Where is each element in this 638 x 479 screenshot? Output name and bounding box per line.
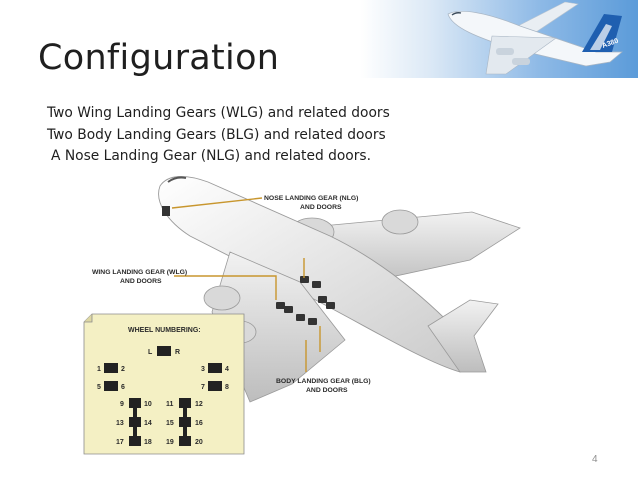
wheel-bogie <box>208 363 222 373</box>
wheel-label-13: 13 <box>116 420 124 427</box>
wheel-bogie <box>104 363 118 373</box>
page-title: Configuration <box>38 38 280 78</box>
bullet-list: Two Wing Landing Gears (WLG) and related… <box>47 103 390 168</box>
wheel-label-15: 15 <box>166 420 174 427</box>
wheel-label-6: 6 <box>121 384 125 391</box>
page-number: 4 <box>592 454 598 465</box>
wheel-bogie <box>179 436 191 446</box>
wheel-label-18: 18 <box>144 439 152 446</box>
wheel-bogie <box>129 398 141 408</box>
tail-stabilizer <box>427 299 499 373</box>
wheel-label-14: 14 <box>144 420 152 427</box>
wheel-numbering-title: WHEEL NUMBERING: <box>128 327 201 334</box>
nlg-label-line2: AND DOORS <box>300 204 342 211</box>
main-gear-cluster <box>276 276 335 325</box>
wheel-label-11: 11 <box>166 401 174 408</box>
wlg-label-line1: WING LANDING GEAR (WLG) <box>92 269 187 276</box>
wheel-bogie <box>208 381 222 391</box>
wheel-label-10: 10 <box>144 401 152 408</box>
bullet-blg: Two Body Landing Gears (BLG) and related… <box>47 126 386 143</box>
bullet-wlg: Two Wing Landing Gears (WLG) and related… <box>47 105 390 121</box>
blg-label-line2: AND DOORS <box>306 387 348 394</box>
wheel-label-5: 5 <box>97 384 101 391</box>
cockpit-windows <box>167 176 187 183</box>
wheel-numbering-card: WHEEL NUMBERING: L R 1 2 5 6 3 4 7 8 9 1… <box>83 313 245 455</box>
wheel-label-16: 16 <box>195 420 203 427</box>
leader-lines <box>171 197 321 372</box>
banner-aircraft-image: A380 <box>447 1 623 75</box>
wheel-label-8: 8 <box>225 384 229 391</box>
wheel-bogie <box>157 346 171 356</box>
wheel-label-2: 2 <box>121 366 125 373</box>
wheel-label-l: L <box>148 349 153 356</box>
wheel-label-12: 12 <box>195 401 203 408</box>
wheel-label-3: 3 <box>201 366 205 373</box>
wheel-label-r: R <box>175 349 180 356</box>
wheel-label-17: 17 <box>116 439 124 446</box>
wheel-label-1: 1 <box>97 366 101 373</box>
bullet-nlg: A Nose Landing Gear (NLG) and related do… <box>51 148 371 164</box>
wheel-label-4: 4 <box>225 366 229 373</box>
wheel-bogie <box>179 417 191 427</box>
wheel-bogie <box>179 398 191 408</box>
wheel-label-20: 20 <box>195 439 203 446</box>
wheel-bogie <box>129 417 141 427</box>
blg-label-line1: BODY LANDING GEAR (BLG) <box>276 378 371 385</box>
wheel-label-9: 9 <box>120 401 124 408</box>
wheel-label-19: 19 <box>166 439 174 446</box>
wlg-label-line2: AND DOORS <box>120 278 162 285</box>
engine <box>381 209 419 235</box>
wheel-bogie <box>129 436 141 446</box>
header-banner: A380 <box>360 0 638 78</box>
engine <box>203 285 241 311</box>
wheel-label-7: 7 <box>201 384 205 391</box>
wheel-bogie <box>104 381 118 391</box>
nlg-label-line1: NOSE LANDING GEAR (NLG) <box>264 195 358 202</box>
nose-gear <box>162 206 170 216</box>
